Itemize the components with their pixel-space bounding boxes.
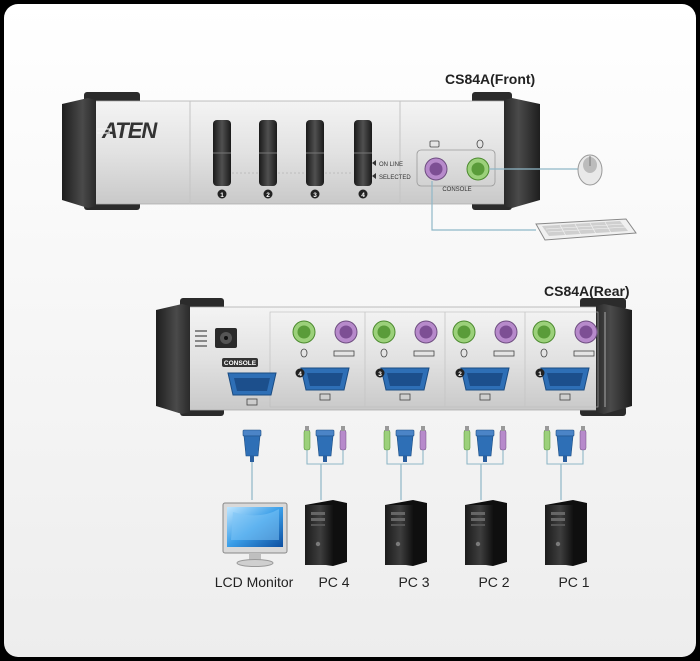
keyboard-symbol-icon [413, 350, 435, 357]
front-port-buttons: 1 2 3 4 [213, 120, 372, 199]
diagram-frame: 1 2 3 4 ON LINE SELECTED ATEN [4, 4, 696, 657]
rear-unit [156, 298, 632, 416]
pc-tower-icon [545, 500, 587, 566]
rear-port-group-2 [452, 312, 526, 407]
ps2-keyboard-plug [499, 426, 507, 451]
ps2-keyboard-plug [339, 426, 347, 451]
vga-plug [555, 429, 575, 462]
selected-label: SELECTED [379, 175, 411, 181]
mouse-symbol-icon [540, 348, 548, 358]
rear-port-number-2: 2 [458, 371, 462, 378]
cable-group [242, 426, 587, 500]
diagram-drawing: 1 2 3 4 ON LINE SELECTED ATEN [62, 92, 637, 567]
ps2-mouse-plug [303, 426, 311, 451]
monitor-vga-plug [242, 429, 262, 462]
mouse-symbol-icon [380, 348, 388, 358]
aten-logo: ATEN [97, 118, 159, 143]
online-label: ON LINE [379, 162, 403, 168]
keyboard-icon [535, 218, 637, 241]
mouse-symbol-icon [460, 348, 468, 358]
front-console-label: CONSOLE [442, 187, 471, 193]
front-right-endcap [504, 98, 540, 208]
port-number-2: 2 [266, 192, 270, 199]
port-number-4: 4 [361, 192, 365, 199]
power-jack [195, 328, 237, 348]
ps2-keyboard-plug [579, 426, 587, 451]
front-unit [62, 92, 540, 210]
keyboard-symbol-icon [493, 350, 515, 357]
vga-plug [475, 429, 495, 462]
rear-cpu-ports [292, 312, 606, 407]
kvm-cable-set-2 [463, 426, 507, 500]
rear-port-number-4: 4 [298, 371, 302, 378]
ps2-keyboard-plug [419, 426, 427, 451]
pc-1-label: PC 1 [558, 574, 590, 590]
pc-4-label: PC 4 [318, 574, 350, 590]
rear-left-endcap [156, 304, 190, 414]
rear-console-label: CONSOLE [224, 360, 257, 367]
front-led-legend: ON LINE SELECTED [372, 160, 411, 181]
port-number-3: 3 [313, 192, 317, 199]
online-indicator-icon [372, 160, 376, 166]
port-number-1: 1 [220, 192, 224, 199]
mouse-symbol-icon [300, 348, 308, 358]
front-left-endcap [62, 98, 96, 208]
pc-tower-icon [305, 500, 347, 566]
vga-plug [395, 429, 415, 462]
device-group [305, 500, 587, 566]
keyboard-symbol-icon [333, 350, 355, 357]
rear-port-group-4 [292, 312, 366, 407]
selected-indicator-icon [372, 173, 376, 179]
rear-port-number-3: 3 [378, 371, 382, 378]
kvm-cable-set-3 [383, 426, 427, 500]
front-console-ports: CONSOLE [416, 139, 496, 193]
rear-right-endcap [596, 304, 632, 414]
rear-console-group: CONSOLE [222, 358, 277, 406]
pc-tower-icon [465, 500, 507, 566]
pc-3-label: PC 3 [398, 574, 430, 590]
front-title: CS84A(Front) [445, 71, 536, 87]
lcd-monitor-label: LCD Monitor [214, 574, 294, 590]
kvm-cable-set-1 [543, 426, 587, 500]
rear-title: CS84A(Rear) [544, 283, 630, 299]
ps2-mouse-plug [463, 426, 471, 451]
mouse-symbol-icon [476, 139, 484, 149]
rear-port-group-1 [532, 312, 606, 407]
pc-2-label: PC 2 [478, 574, 510, 590]
rear-port-number-1: 1 [538, 371, 542, 378]
pc-tower-icon [385, 500, 427, 566]
ps2-mouse-plug [543, 426, 551, 451]
keyboard-symbol-icon [429, 140, 440, 148]
lcd-monitor-icon [222, 502, 288, 567]
mouse-icon [577, 154, 603, 186]
rear-port-group-3 [372, 312, 446, 407]
aten-brand: ATEN [101, 118, 158, 143]
vga-plug [315, 429, 335, 462]
rear-port-numbers: 4 3 2 1 [295, 368, 545, 378]
keyboard-symbol-icon [573, 350, 595, 357]
ps2-mouse-plug [383, 426, 391, 451]
kvm-cable-set-4 [303, 426, 347, 500]
